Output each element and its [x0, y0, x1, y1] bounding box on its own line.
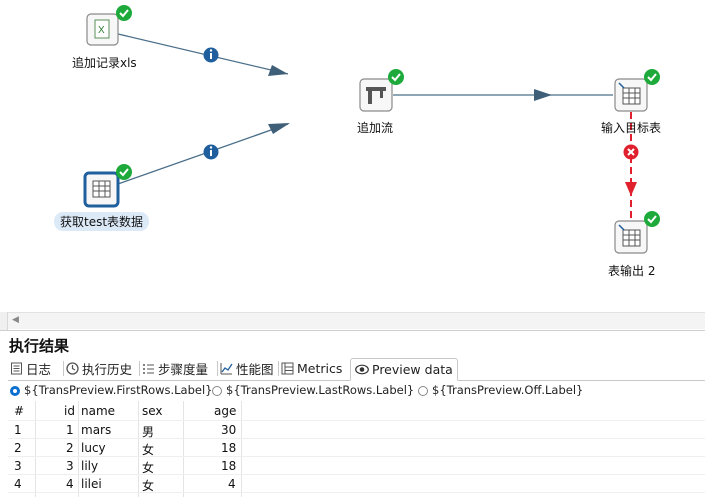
tab-metrics[interactable]: Metrics — [281, 358, 342, 379]
radio-last-rows[interactable]: ${TransPreview.LastRows.Label} — [212, 383, 414, 397]
ok-check-icon — [644, 69, 660, 85]
table-cell: 30 — [221, 423, 237, 437]
column-divider — [183, 401, 184, 497]
row-divider — [8, 420, 705, 421]
table-cell: 4 — [228, 477, 236, 491]
table-cell: 女 — [142, 479, 155, 493]
column-header-name[interactable]: name — [81, 404, 116, 418]
preview-mode-radios: ${TransPreview.FirstRows.Label} ${TransP… — [10, 383, 700, 397]
error-hop-icon[interactable] — [623, 144, 639, 160]
radio-unselected-icon — [418, 386, 428, 396]
table-cell: 18 — [221, 459, 237, 473]
radio-off[interactable]: ${TransPreview.Off.Label} — [418, 383, 583, 397]
step-label-append[interactable]: 追加流 — [357, 121, 394, 135]
step-label-output2[interactable]: 表输出 2 — [608, 264, 656, 278]
row-divider — [8, 492, 705, 493]
table-cell: 4 — [14, 477, 22, 491]
table-cell: 女 — [142, 443, 155, 457]
tab-log[interactable]: 日志 — [10, 358, 51, 379]
info-icon[interactable] — [203, 144, 219, 160]
tab-step-metrics[interactable]: 步骤度量 — [142, 358, 208, 379]
step-table-output[interactable] — [614, 78, 648, 112]
table-cell: 2 — [14, 441, 22, 455]
history-icon — [66, 362, 79, 375]
table-cell: 18 — [221, 441, 237, 455]
tab-label: Metrics — [297, 361, 343, 376]
table-cell: 1 — [66, 423, 74, 437]
ok-check-icon — [644, 211, 660, 227]
metrics-icon — [281, 362, 294, 375]
hop-layer: X — [83, 5, 660, 254]
radio-unselected-icon — [212, 386, 222, 396]
column-divider — [241, 401, 242, 497]
table-cell: lily — [81, 459, 99, 473]
step-label-output[interactable]: 输入目标表 — [601, 121, 662, 135]
tab-label: 日志 — [26, 362, 52, 377]
hop-arrow-output — [534, 89, 552, 101]
step-xls-input[interactable]: X — [86, 13, 119, 46]
row-divider — [8, 438, 705, 439]
step-table-input[interactable] — [83, 171, 120, 208]
table-cell: mars — [81, 423, 112, 437]
tab-preview-data[interactable]: Preview data — [350, 358, 458, 381]
execution-results-panel: 执行结果 日志 执行历史 步骤度量 性能图 Metrics Preview da… — [0, 330, 705, 497]
hop-xls-to-append[interactable] — [117, 33, 289, 75]
row-divider — [8, 474, 705, 475]
table-cell: lucy — [81, 441, 106, 455]
radio-label: ${TransPreview.FirstRows.Label} — [24, 383, 213, 397]
ok-check-icon — [388, 69, 404, 85]
tab-performance-chart[interactable]: 性能图 — [220, 358, 274, 379]
step-label-xls[interactable]: 追加记录xls — [72, 56, 137, 70]
transformation-canvas[interactable]: X — [0, 0, 705, 312]
tab-divider — [217, 361, 218, 376]
tab-label: 步骤度量 — [158, 362, 209, 377]
hop-arrow-xls — [268, 65, 288, 76]
tab-label: 执行历史 — [82, 362, 133, 377]
table-cell: 3 — [66, 459, 74, 473]
table-cell: 3 — [14, 459, 22, 473]
hop-arrow-error — [625, 182, 637, 196]
column-header-age[interactable]: age — [214, 404, 237, 418]
column-header-id[interactable]: id — [64, 404, 75, 418]
step-table-output-2[interactable] — [614, 220, 648, 254]
column-divider — [78, 401, 79, 497]
tab-divider — [278, 361, 279, 376]
results-tabbar: 日志 执行历史 步骤度量 性能图 Metrics Preview data — [8, 358, 705, 381]
step-label-test[interactable]: 获取test表数据 — [54, 212, 150, 231]
tab-history[interactable]: 执行历史 — [66, 358, 132, 379]
table-cell: 男 — [142, 425, 155, 439]
table-cell: 4 — [66, 477, 74, 491]
column-header-index[interactable]: # — [14, 404, 25, 418]
svg-text:X: X — [98, 25, 105, 36]
table-cell: lilei — [81, 477, 102, 491]
table-cell: 1 — [14, 423, 22, 437]
tab-label: 性能图 — [236, 362, 274, 377]
scroll-left-icon[interactable]: ◀ — [12, 315, 19, 325]
radio-first-rows[interactable]: ${TransPreview.FirstRows.Label} — [10, 383, 213, 397]
column-divider — [35, 401, 36, 497]
eye-icon — [355, 364, 369, 375]
tab-divider — [139, 361, 140, 376]
column-divider — [138, 401, 139, 497]
metrics-list-icon — [143, 364, 154, 374]
canvas-horizontal-scrollbar[interactable]: ◀ — [8, 312, 705, 329]
column-header-sex[interactable]: sex — [142, 404, 163, 418]
radio-label: ${TransPreview.Off.Label} — [432, 383, 584, 397]
radio-label: ${TransPreview.LastRows.Label} — [226, 383, 415, 397]
info-icon[interactable] — [203, 47, 219, 63]
chart-icon — [220, 363, 233, 375]
ok-check-icon — [116, 5, 132, 21]
row-divider — [8, 456, 705, 457]
log-icon — [11, 362, 22, 375]
tab-label: Preview data — [372, 362, 453, 377]
hop-arrow-test — [268, 123, 290, 134]
hop-test-to-append[interactable] — [117, 123, 289, 185]
step-append-streams[interactable] — [359, 78, 393, 112]
radio-selected-icon — [10, 386, 20, 396]
table-cell: 2 — [66, 441, 74, 455]
ok-check-icon — [116, 164, 132, 180]
tab-divider — [63, 361, 64, 376]
table-cell: 女 — [142, 461, 155, 475]
results-title: 执行结果 — [9, 337, 70, 355]
